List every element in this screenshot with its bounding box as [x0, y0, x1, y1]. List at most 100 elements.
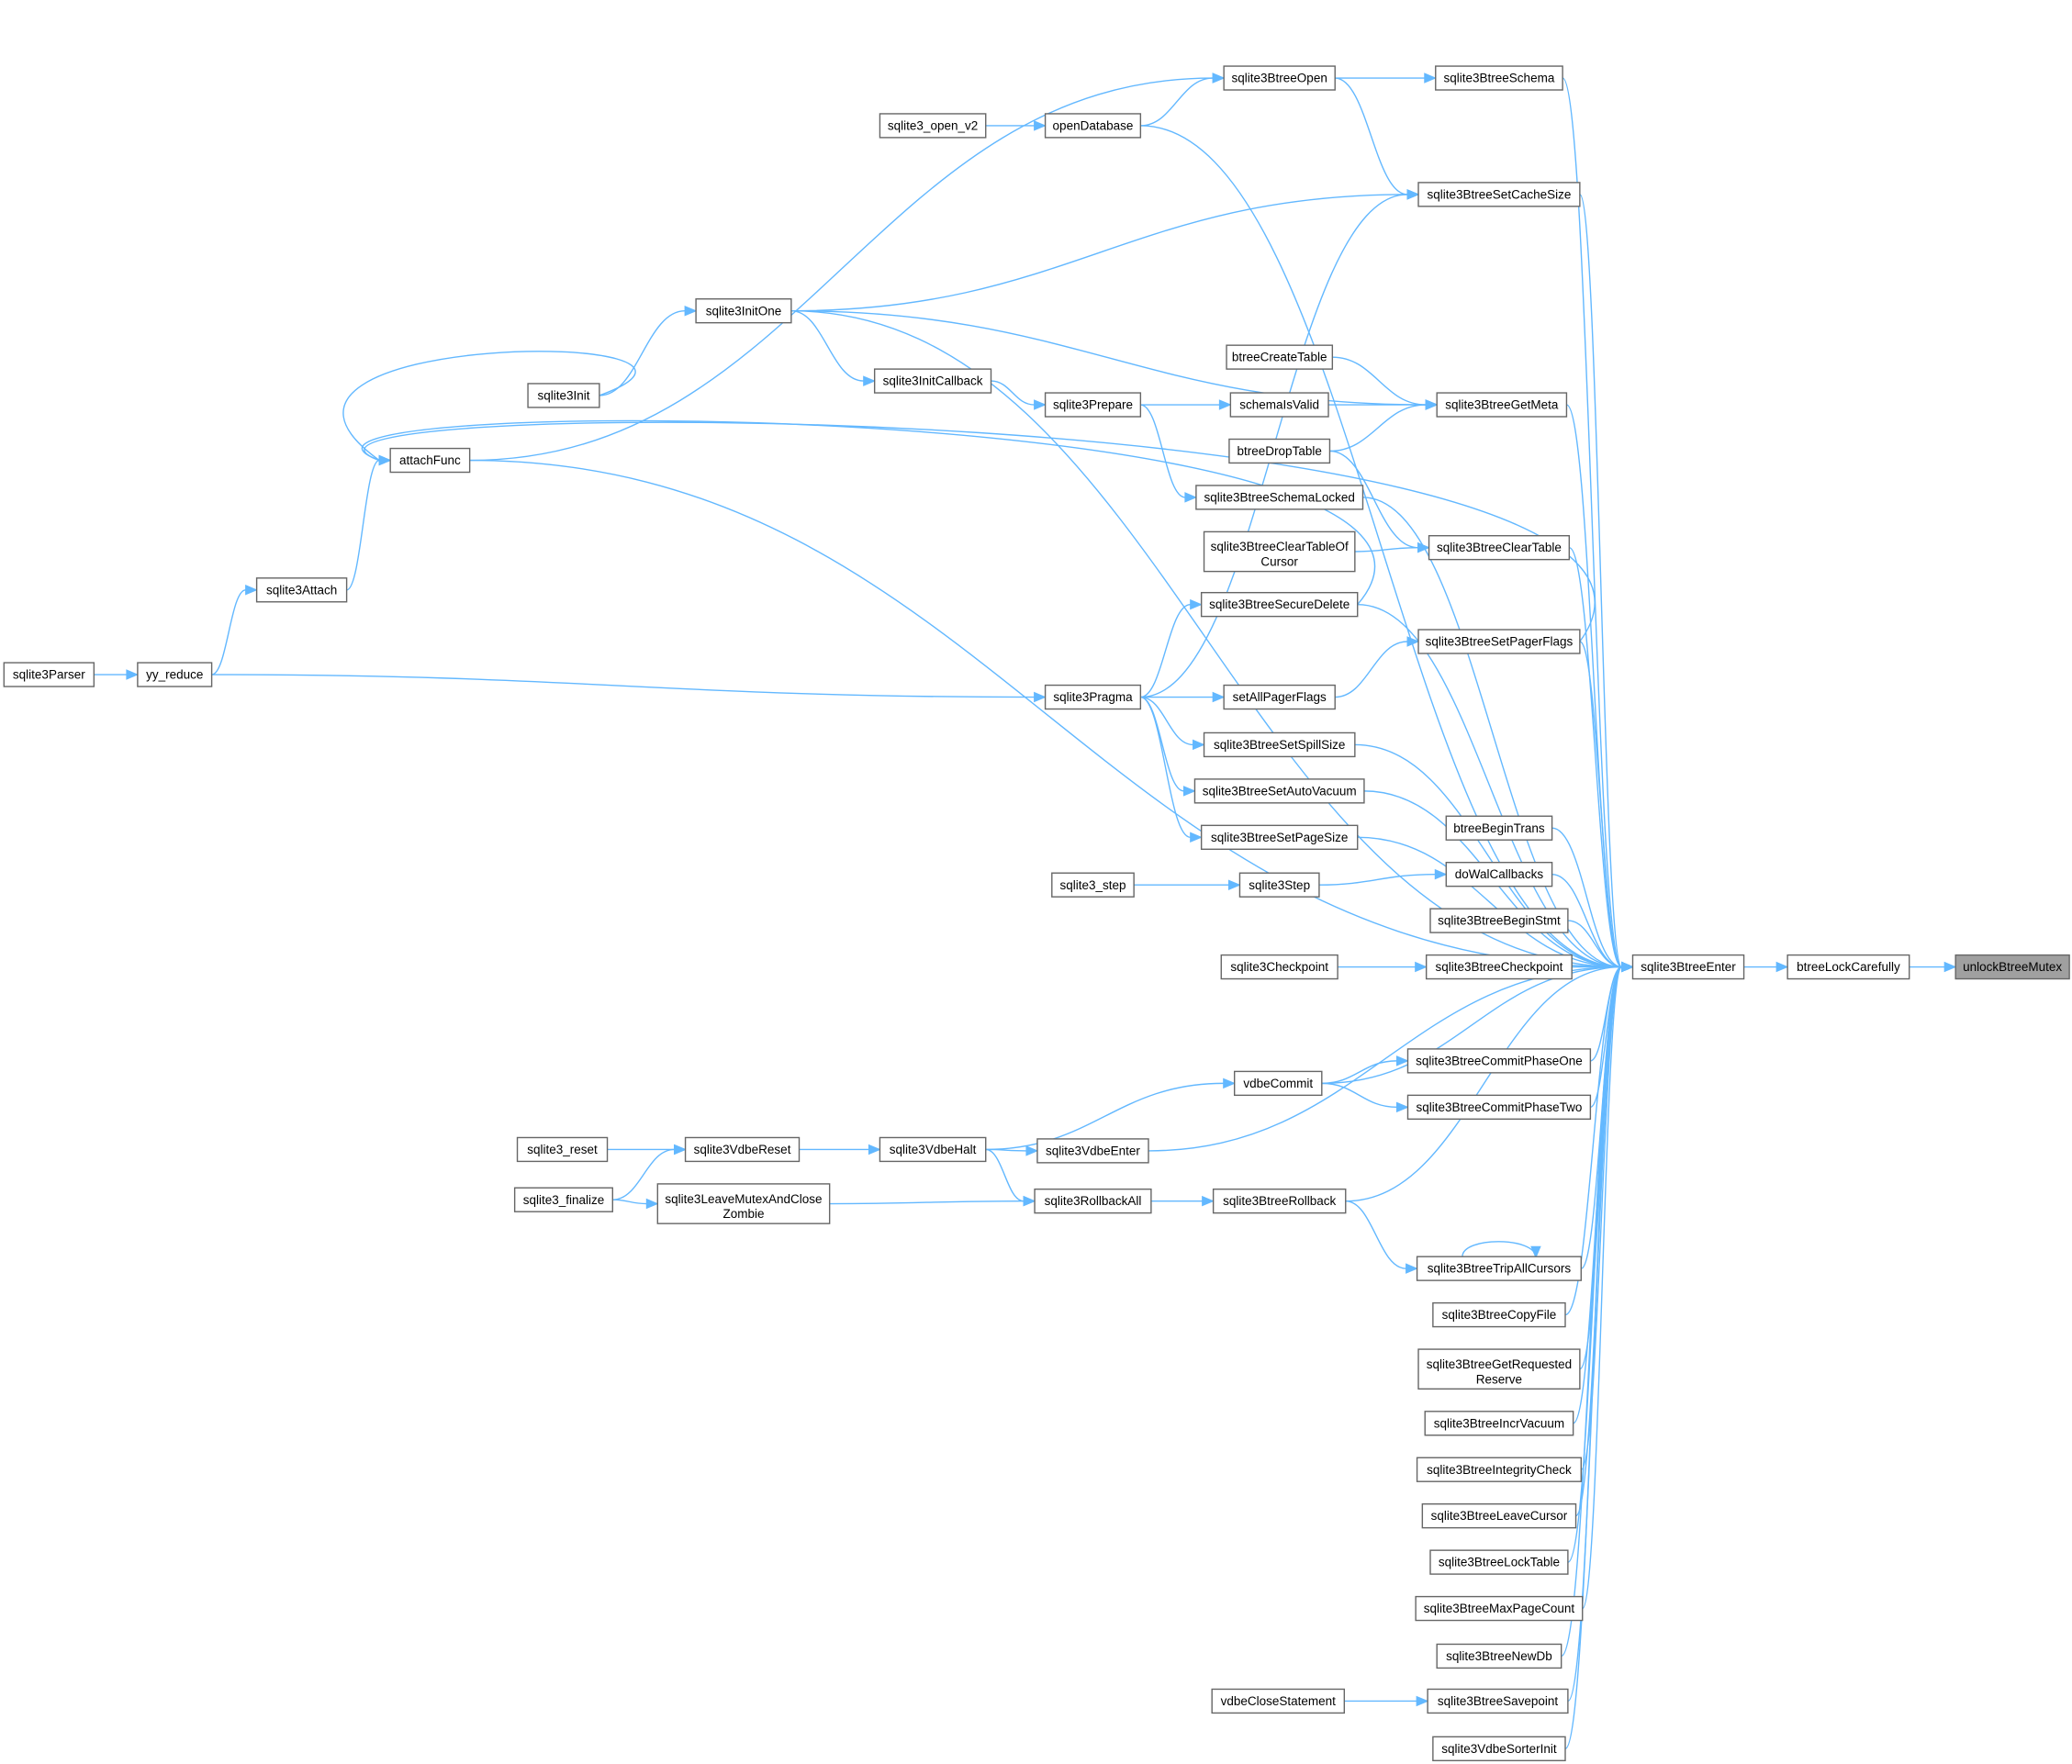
- node-label: btreeCreateTable: [1232, 351, 1327, 364]
- edge-line: [1140, 696, 1191, 839]
- node-sqlite3-btree-begin-stmt[interactable]: sqlite3BtreeBeginStmt: [1429, 908, 1569, 933]
- node-sqlite3-vdbe-reset[interactable]: sqlite3VdbeReset: [684, 1136, 801, 1163]
- node-sqlite3-step[interactable]: sqlite3_step: [1051, 872, 1135, 898]
- node-sqlite3-btree-clear-table[interactable]: sqlite3BtreeClearTable: [1428, 535, 1571, 561]
- node-box: [1427, 1688, 1569, 1714]
- edge-line: [612, 1148, 675, 1200]
- node-sqlite3-parser[interactable]: sqlite3Parser: [3, 662, 95, 687]
- node-sqlite3-btree-set-cache-size[interactable]: sqlite3BtreeSetCacheSize: [1417, 182, 1581, 207]
- node-open-database[interactable]: openDatabase: [1044, 113, 1142, 139]
- node-attach-func[interactable]: attachFunc: [389, 447, 471, 474]
- node-sqlite3-btree-open[interactable]: sqlite3BtreeOpen: [1223, 65, 1336, 91]
- node-sqlite3-btree-schema-locked[interactable]: sqlite3BtreeSchemaLocked: [1195, 485, 1364, 510]
- node-sqlite3-btree-set-spill-size[interactable]: sqlite3BtreeSetSpillSize: [1203, 731, 1356, 758]
- node-sqlite3-rollback-all[interactable]: sqlite3RollbackAll: [1034, 1188, 1152, 1214]
- node-label: sqlite3BtreeClearTableOf: [1211, 540, 1349, 553]
- node-sqlite3-btree-integrity-check[interactable]: sqlite3BtreeIntegrityCheck: [1416, 1457, 1582, 1482]
- edge-line: [469, 459, 1622, 968]
- node-label: vdbeCloseStatement: [1221, 1694, 1337, 1708]
- node-sqlite3-vdbe-enter[interactable]: sqlite3VdbeEnter: [1036, 1138, 1149, 1164]
- node-sqlite3-btree-commit-phase-one[interactable]: sqlite3BtreeCommitPhaseOne: [1406, 1048, 1592, 1074]
- edge-btree-lock-carefully-to-unlock-btree-mutex: [1909, 961, 1957, 973]
- node-sqlite3-btree-commit-phase-two[interactable]: sqlite3BtreeCommitPhaseTwo: [1406, 1094, 1592, 1120]
- edge-line: [364, 421, 1596, 642]
- edge-arrowhead: [1182, 786, 1196, 797]
- edge-sqlite3-btree-integrity-check-to-sqlite3-btree-enter: [1580, 961, 1634, 1470]
- node-sqlite3-init-callback[interactable]: sqlite3InitCallback: [873, 368, 992, 394]
- edge-arrowhead: [126, 669, 140, 680]
- edge-line: [1362, 497, 1622, 968]
- edge-line: [1345, 1200, 1406, 1269]
- node-box: [1051, 872, 1135, 898]
- node-sqlite3-vdbe-halt[interactable]: sqlite3VdbeHalt: [879, 1136, 987, 1163]
- node-set-all-pager-flags[interactable]: setAllPagerFlags: [1223, 684, 1336, 710]
- edge-sqlite3-btree-open-to-sqlite3-btree-set-cache-size: [1335, 77, 1420, 200]
- edge-arrowhead: [868, 1144, 881, 1156]
- node-sqlite3-pragma[interactable]: sqlite3Pragma: [1044, 684, 1142, 710]
- node-sqlite3-finalize[interactable]: sqlite3_finalize: [513, 1187, 613, 1212]
- edge-line: [829, 1200, 1025, 1205]
- node-sqlite3-btree-leave-cursor[interactable]: sqlite3BtreeLeaveCursor: [1421, 1503, 1577, 1529]
- node-sqlite3-btree-incr-vacuum[interactable]: sqlite3BtreeIncrVacuum: [1424, 1411, 1574, 1436]
- edge-arrowhead: [1218, 399, 1232, 410]
- node-sqlite3-btree-copy-file[interactable]: sqlite3BtreeCopyFile: [1432, 1301, 1566, 1328]
- node-sqlite3-btree-secure-delete[interactable]: sqlite3BtreeSecureDelete: [1200, 591, 1359, 618]
- node-vdbe-commit[interactable]: vdbeCommit: [1233, 1070, 1323, 1097]
- node-label: sqlite3BtreeEnter: [1641, 960, 1736, 974]
- node-sqlite3-btree-set-page-size[interactable]: sqlite3BtreeSetPageSize: [1200, 824, 1359, 850]
- node-label: sqlite3VdbeReset: [694, 1143, 791, 1156]
- node-sqlite3-step[interactable]: sqlite3Step: [1238, 872, 1320, 898]
- node-sqlite3-btree-schema[interactable]: sqlite3BtreeSchema: [1435, 65, 1563, 91]
- node-sqlite3-init[interactable]: sqlite3Init: [527, 383, 600, 408]
- node-sqlite3-init-one[interactable]: sqlite3InitOne: [695, 298, 792, 324]
- node-label: sqlite3RollbackAll: [1045, 1194, 1142, 1208]
- node-label: sqlite3BtreeSetSpillSize: [1214, 738, 1345, 752]
- node-box: [1435, 65, 1563, 91]
- node-sqlite3-btree-set-auto-vacuum[interactable]: sqlite3BtreeSetAutoVacuum: [1193, 778, 1365, 804]
- node-sqlite3-btree-checkpoint[interactable]: sqlite3BtreeCheckpoint: [1425, 954, 1573, 980]
- node-sqlite3-checkpoint[interactable]: sqlite3Checkpoint: [1220, 954, 1338, 980]
- node-label: sqlite3VdbeEnter: [1046, 1144, 1140, 1157]
- node-sqlite3-prepare[interactable]: sqlite3Prepare: [1044, 392, 1142, 418]
- node-schema-is-valid[interactable]: schemaIsValid: [1229, 392, 1329, 418]
- node-btree-drop-table[interactable]: btreeDropTable: [1228, 438, 1331, 464]
- node-sqlite3-attach[interactable]: sqlite3Attach: [255, 577, 348, 603]
- node-btree-lock-carefully[interactable]: btreeLockCarefully: [1786, 954, 1910, 980]
- node-box: [1445, 861, 1553, 888]
- node-yy-reduce[interactable]: yy_reduce: [137, 662, 213, 687]
- node-sqlite3-vdbe-sorter-init[interactable]: sqlite3VdbeSorterInit: [1432, 1736, 1566, 1762]
- node-label: btreeBeginTrans: [1453, 821, 1545, 835]
- node-vdbe-close-statement[interactable]: vdbeCloseStatement: [1211, 1688, 1346, 1714]
- edge-sqlite3-btree-rollback-to-sqlite3-btree-enter: [1345, 961, 1634, 1202]
- node-sqlite3-btree-get-meta[interactable]: sqlite3BtreeGetMeta: [1436, 392, 1568, 418]
- node-sqlite3-btree-new-db[interactable]: sqlite3BtreeNewDb: [1436, 1643, 1562, 1669]
- edge-line: [991, 380, 1035, 406]
- node-unlock-btree-mutex[interactable]: unlockBtreeMutex: [1954, 954, 2070, 980]
- edge-arrowhead: [1395, 1055, 1409, 1066]
- edge-sqlite3-init-one-to-sqlite3-init-callback: [790, 309, 876, 386]
- node-sqlite3-reset[interactable]: sqlite3_reset: [516, 1136, 609, 1163]
- edge-arrowhead: [684, 305, 698, 317]
- node-label: doWalCallbacks: [1455, 867, 1544, 881]
- node-label: sqlite3BtreeClearTable: [1437, 541, 1562, 554]
- node-box: [3, 662, 95, 687]
- edge-line: [1579, 641, 1623, 968]
- node-label: sqlite3Prepare: [1053, 398, 1133, 412]
- node-box: [1034, 1188, 1152, 1214]
- node-sqlite3-btree-rollback[interactable]: sqlite3BtreeRollback: [1212, 1188, 1347, 1214]
- node-sqlite3-btree-max-page-count[interactable]: sqlite3BtreeMaxPageCount: [1415, 1595, 1584, 1622]
- node-btree-begin-trans[interactable]: btreeBeginTrans: [1445, 815, 1553, 841]
- node-box: [1421, 1503, 1577, 1529]
- node-sqlite3-open-v2[interactable]: sqlite3_open_v2: [879, 113, 987, 139]
- node-do-wal-callbacks[interactable]: doWalCallbacks: [1445, 861, 1553, 888]
- node-btree-create-table[interactable]: btreeCreateTable: [1226, 344, 1334, 370]
- node-sqlite3-btree-set-pager-flags[interactable]: sqlite3BtreeSetPagerFlags: [1417, 629, 1581, 654]
- node-sqlite3-btree-trip-all-cursors[interactable]: sqlite3BtreeTripAllCursors: [1416, 1256, 1582, 1281]
- node-box: [1223, 684, 1336, 710]
- node-sqlite3-btree-savepoint[interactable]: sqlite3BtreeSavepoint: [1427, 1688, 1569, 1714]
- node-sqlite3-btree-enter[interactable]: sqlite3BtreeEnter: [1631, 954, 1745, 980]
- node-sqlite3-btree-lock-table[interactable]: sqlite3BtreeLockTable: [1429, 1549, 1569, 1575]
